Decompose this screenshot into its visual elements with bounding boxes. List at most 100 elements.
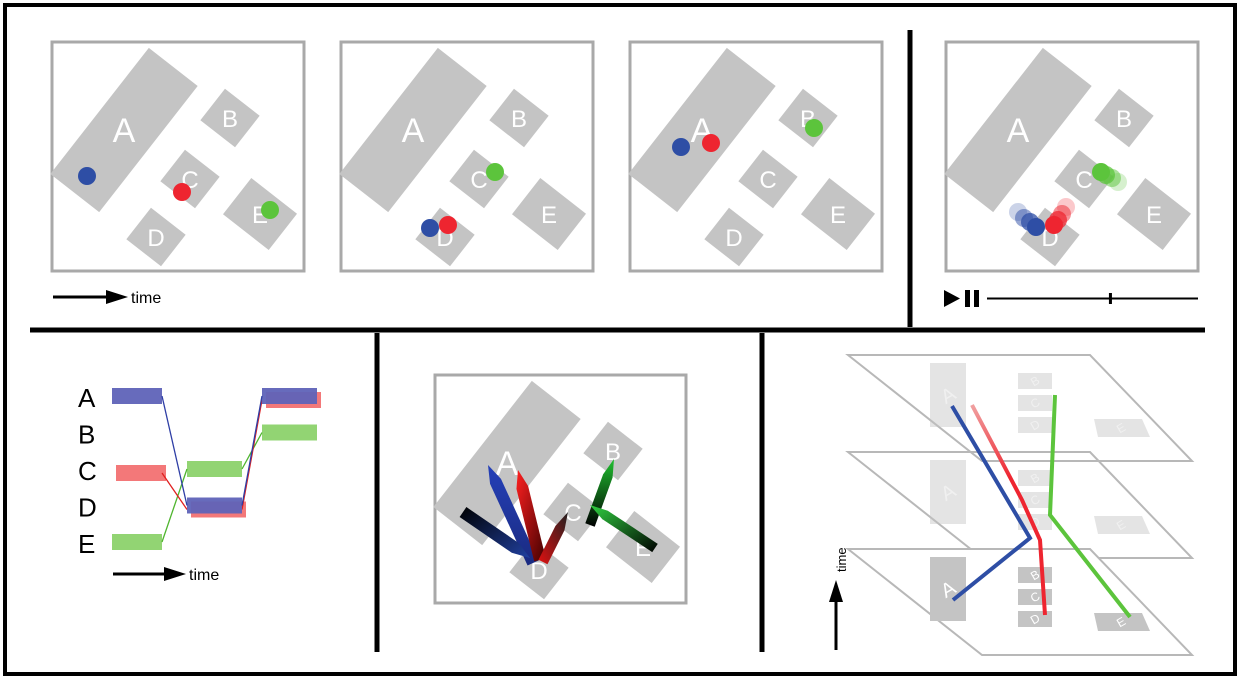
cube-zone	[1094, 516, 1150, 534]
zone-c: C	[738, 149, 798, 209]
timeline-row-label: C	[78, 456, 97, 486]
cube-zone	[1018, 373, 1052, 389]
cube-zone	[1018, 514, 1052, 530]
flow-arrow-red	[516, 470, 546, 562]
cube-plane	[845, 451, 1195, 559]
zone-label: A	[1007, 112, 1030, 150]
flow-arrow-red-short	[538, 512, 568, 565]
person-dot	[486, 163, 504, 181]
zone-label: B	[222, 106, 238, 133]
zone-label: A	[402, 112, 425, 150]
flow-arrow-blue	[488, 465, 539, 566]
zone-label: C	[564, 500, 581, 527]
zone-label: E	[541, 202, 557, 229]
trajectory-red	[970, 404, 1047, 616]
person-dot	[439, 216, 457, 234]
frame	[3, 3, 1237, 676]
time-axis-top: time	[53, 290, 161, 307]
person-dot	[702, 134, 720, 152]
timeline-row-label: E	[78, 529, 95, 559]
zone-a: A	[944, 47, 1092, 213]
slider-handle[interactable]	[1108, 293, 1112, 304]
person-dot	[78, 167, 96, 185]
cube-zone	[1018, 395, 1052, 411]
zone-label: C	[759, 167, 776, 194]
zone-d: D	[704, 207, 764, 267]
cube-zone	[1018, 492, 1052, 508]
zone-d: D	[126, 207, 186, 267]
person-dot	[672, 138, 690, 156]
zone-label: C	[1075, 167, 1092, 194]
timeline-segment	[187, 461, 242, 477]
cube-zone	[1094, 613, 1150, 631]
timeline-segment	[262, 388, 317, 404]
zone-label: D	[147, 225, 164, 252]
play-icon[interactable]	[944, 290, 960, 307]
timeline-link	[161, 395, 188, 506]
cube-zone	[930, 460, 966, 524]
zone-label: B	[511, 106, 527, 133]
person-trail-dot	[1045, 216, 1063, 234]
zone-b: B	[1094, 88, 1154, 148]
zone-b: B	[200, 88, 260, 148]
person-dot	[421, 219, 439, 237]
zone-label: B	[1116, 106, 1132, 133]
zone-c: C	[1054, 149, 1114, 209]
flow-arrow-green-long	[590, 505, 658, 553]
zone-b: B	[489, 88, 549, 148]
playback-controls	[944, 290, 1198, 307]
timeline-link	[161, 468, 188, 543]
arrow-right-icon	[164, 567, 186, 581]
zone-label: A	[113, 112, 136, 150]
cube-plane	[845, 354, 1195, 462]
zone-label: D	[725, 225, 742, 252]
timeline-segment	[112, 534, 162, 550]
timeline-segment	[262, 424, 317, 441]
person-dot	[805, 119, 823, 137]
person-trail-dot	[1092, 163, 1110, 181]
cube-zone	[1018, 417, 1052, 433]
time-axis-vertical: time	[829, 547, 849, 650]
timeline-segment	[112, 388, 162, 404]
zone-label: D	[530, 558, 547, 585]
cube-zone	[1018, 470, 1052, 486]
zone-label: C	[470, 167, 487, 194]
timeline-row-label: A	[78, 383, 96, 413]
arrow-up-icon	[829, 580, 843, 602]
person-dot	[173, 183, 191, 201]
zone-a: A	[339, 47, 487, 213]
trajectory-blue	[950, 404, 1033, 602]
cube-zone	[1094, 419, 1150, 437]
timeline-segment	[187, 497, 242, 514]
pause-icon[interactable]	[965, 290, 979, 307]
zone-c: C	[449, 149, 509, 209]
flow-arrow-dark	[459, 507, 530, 558]
zone-label: E	[1146, 202, 1162, 229]
zone-label: A	[496, 445, 519, 483]
zone-e: E	[511, 178, 587, 250]
trajectory-green	[1047, 394, 1132, 619]
flow-arrow-green	[585, 459, 614, 527]
person-dot	[261, 201, 279, 219]
arrow-right-icon	[106, 290, 128, 304]
zone-e: E	[1116, 178, 1192, 250]
timeline-track	[112, 424, 317, 550]
time-axis-bottom: time	[113, 567, 219, 584]
timeline-row-label: B	[78, 420, 95, 450]
cube-zone	[930, 557, 966, 621]
timeline-segment	[116, 465, 166, 481]
timeline-link	[241, 399, 263, 510]
time-label-top: time	[131, 290, 161, 307]
zone-a: A	[433, 380, 581, 546]
timeline-link	[241, 395, 263, 506]
